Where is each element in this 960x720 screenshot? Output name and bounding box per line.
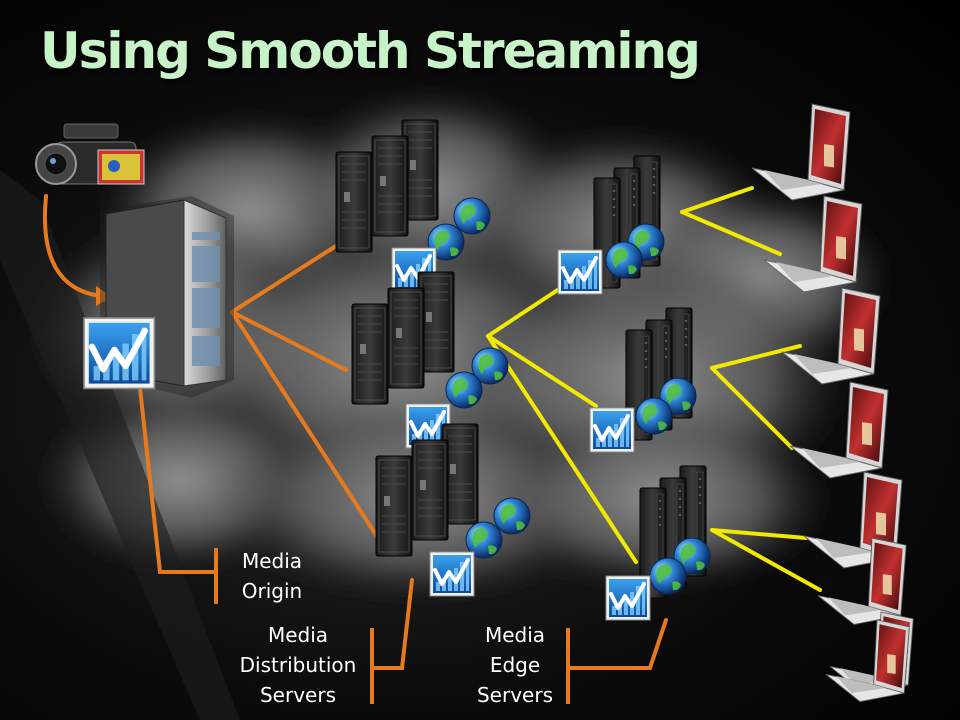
origin-links xyxy=(43,194,668,670)
origin-label-line2: Origin xyxy=(241,579,303,603)
slide-title: Using Smooth Streaming xyxy=(40,22,701,80)
distribution-label-line2: Distribution xyxy=(239,653,357,677)
edge-label-line2: Edge xyxy=(489,653,541,677)
origin-label-line1: Media xyxy=(241,549,303,573)
camcorder-icon xyxy=(35,123,145,185)
edge-label-line3: Servers xyxy=(476,683,553,707)
media-edge-label: Media Edge Servers xyxy=(470,620,560,710)
media-origin-label: Media Origin xyxy=(230,546,314,606)
distribution-label-line1: Media xyxy=(267,623,329,647)
media-distribution-label: Media Distribution Servers xyxy=(230,620,366,710)
distribution-label-line3: Servers xyxy=(259,683,336,707)
label-brackets xyxy=(214,548,570,704)
edge-label-line1: Media xyxy=(484,623,546,647)
origin-streaming-logo-icon xyxy=(84,318,154,388)
